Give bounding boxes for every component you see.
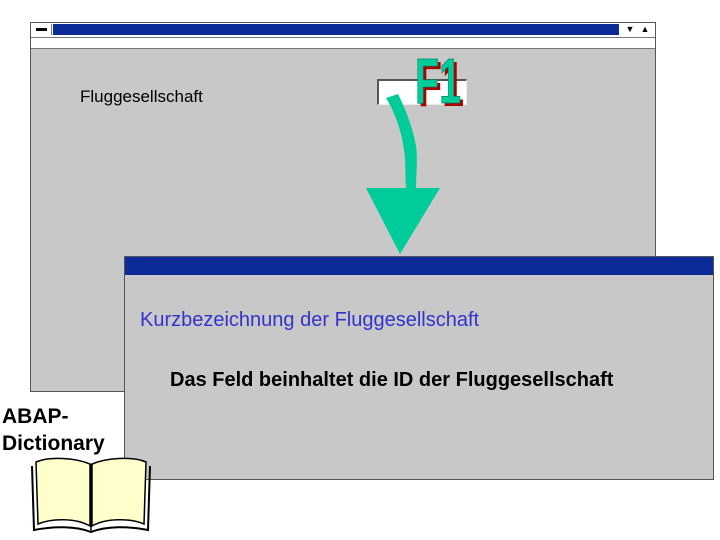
arrow-head [366, 188, 440, 254]
menu-bar [31, 38, 655, 49]
book-left-page [35, 457, 91, 528]
minimize-button[interactable]: ▼ [623, 24, 637, 35]
help-title-bar [125, 257, 713, 275]
dictionary-label: ABAP- Dictionary [2, 403, 105, 457]
help-text: Das Feld beinhaltet die ID der Fluggesel… [170, 369, 614, 391]
f1-key-label: F1 [415, 50, 461, 112]
f1-key-icon: F1 F1 [415, 50, 464, 112]
system-menu-button[interactable] [33, 24, 52, 35]
dictionary-label-line1: ABAP- [2, 405, 69, 428]
help-arrow-icon [366, 94, 440, 254]
maximize-button[interactable]: ▲ [638, 24, 652, 35]
airline-field-label: Fluggesellschaft [80, 87, 203, 106]
f1-help-window: Kurzbezeichnung der Fluggesellschaft Das… [124, 256, 714, 480]
open-book-icon [31, 457, 151, 534]
title-bar-fill [53, 24, 619, 35]
help-heading: Kurzbezeichnung der Fluggesellschaft [140, 309, 480, 331]
f1-key-shadow: F1 [418, 50, 464, 112]
book-right-page [91, 457, 147, 528]
arrow-shaft [386, 94, 417, 188]
main-title-bar: ▼ ▲ [31, 23, 655, 38]
dictionary-label-line2: Dictionary [2, 432, 105, 455]
